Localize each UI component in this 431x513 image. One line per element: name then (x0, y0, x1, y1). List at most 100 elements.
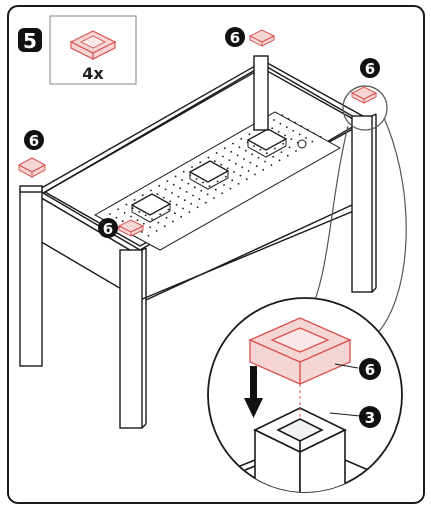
svg-text:6: 6 (365, 361, 375, 379)
perforation-dot (214, 188, 217, 191)
perforation-dot (171, 192, 173, 194)
callout-badge-top: 6 (225, 27, 245, 47)
perforation-dot (278, 159, 281, 162)
perforation-dot (292, 129, 295, 132)
perforation-dot (290, 138, 293, 141)
perforation-dot (298, 133, 301, 136)
perforation-dot (270, 164, 273, 167)
perforation-dot (163, 225, 166, 228)
perforation-dot (136, 219, 139, 222)
perforation-dot (224, 175, 227, 178)
perforation-dot (195, 178, 198, 180)
perforation-dot (182, 170, 185, 173)
callout-badge-zoom-post: 3 (359, 406, 381, 428)
perforation-dot (181, 179, 183, 181)
perforation-dot (162, 196, 165, 199)
perforation-dot (115, 216, 118, 219)
perforation-dot (231, 179, 234, 182)
perforation-dot (262, 168, 265, 171)
perforation-dot (172, 183, 175, 186)
perforation-dot (158, 184, 161, 187)
perforation-dot (272, 155, 275, 158)
perforation-dot (248, 133, 251, 136)
perforation-dot (223, 147, 226, 150)
perforation-dot (230, 150, 233, 153)
perforation-dot (196, 206, 199, 209)
perforated-base (93, 111, 342, 251)
perforation-dot (144, 214, 147, 217)
perforation-dot (156, 193, 159, 196)
perforation-dot (241, 166, 244, 169)
perforation-dot (121, 220, 124, 223)
perforation-dot (280, 151, 283, 154)
perforation-dot (282, 142, 285, 145)
legs (19, 55, 377, 429)
perforation-dot (215, 152, 218, 154)
perforation-dot (172, 220, 174, 223)
perforation-dot (147, 234, 150, 237)
perforation-dot (149, 226, 152, 229)
callout-badge-zoom-cap: 6 (359, 358, 381, 380)
svg-text:6: 6 (103, 220, 113, 238)
perforation-dot (117, 208, 120, 211)
perforation-dot (125, 203, 128, 206)
perforation-dot (281, 114, 284, 117)
perforation-dot (232, 142, 234, 145)
step-number: 5 (23, 29, 37, 53)
perforation-dot (313, 132, 316, 135)
perforation-dot (166, 180, 169, 183)
perforation-dot (265, 152, 268, 155)
perforation-dot (294, 121, 296, 124)
perforation-dot (159, 213, 162, 216)
perforation-dot (229, 187, 232, 190)
perforation-dot (182, 207, 184, 210)
perforation-dot (175, 204, 178, 206)
perforation-dot (109, 213, 111, 215)
perforation-dot (165, 217, 168, 219)
perforation-dot (255, 165, 258, 168)
perforation-dot (174, 175, 177, 178)
perforation-dot (245, 178, 248, 181)
perforation-dot (155, 230, 158, 232)
perforation-dot (236, 154, 239, 157)
perforation-dot (277, 131, 280, 133)
perforation-dot (204, 201, 207, 204)
perforation-dot (123, 212, 126, 214)
svg-text:6: 6 (230, 29, 240, 47)
svg-text:3: 3 (365, 409, 375, 427)
perforation-dot (206, 193, 209, 196)
perforation-dot (133, 199, 136, 201)
perforation-dot (188, 211, 191, 214)
perforation-dot (244, 149, 247, 152)
perforation-dot (213, 197, 215, 199)
perforation-dot (216, 180, 219, 183)
perforation-dot (164, 188, 167, 191)
perforation-dot (167, 208, 170, 211)
quantity-label: 4x (82, 64, 104, 83)
perforation-dot (187, 182, 190, 185)
perforation-dot (305, 137, 307, 139)
perforation-dot (202, 181, 204, 184)
perforation-dot (221, 192, 224, 195)
perforation-dot (234, 162, 237, 165)
perforation-dot (213, 160, 216, 163)
post-caps (17, 29, 378, 237)
perforation-dot (130, 215, 132, 218)
perforation-dot (191, 166, 193, 168)
perforation-dot (271, 127, 274, 130)
perforation-dot (285, 126, 288, 129)
perforation-dot (300, 125, 303, 127)
perforation-dot (190, 202, 193, 205)
step-badge-icon: 5 (18, 28, 42, 53)
perforation-dot (223, 184, 225, 186)
detail-zoom: 6 3 (207, 297, 403, 493)
perforation-dot (274, 147, 276, 150)
perforation-dot (251, 153, 254, 156)
perforation-dot (138, 210, 141, 213)
magnifier-circle-icon (309, 85, 407, 341)
perforation-dot (279, 122, 282, 125)
perforation-dot (185, 191, 188, 193)
perforation-dot (183, 199, 186, 202)
perforation-dot (228, 159, 231, 162)
perforation-dot (257, 157, 260, 159)
